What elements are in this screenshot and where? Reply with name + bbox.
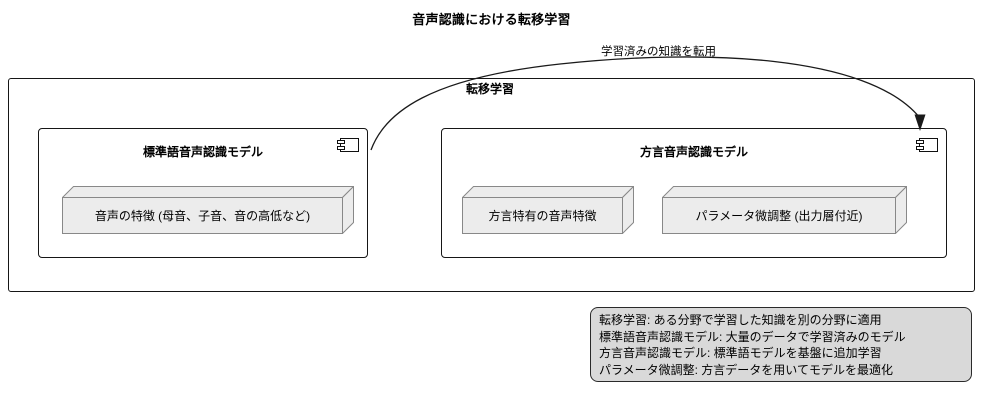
node-face-param-tuning: パラメータ微調整 (出力層付近) bbox=[662, 197, 896, 234]
node-face-standard-features: 音声の特徴 (母音、子音、音の高低など) bbox=[62, 197, 343, 234]
component-dialect-title: 方言音声認識モデル bbox=[639, 145, 748, 159]
component-icon-tab-bottom bbox=[916, 146, 924, 150]
uml-component-icon bbox=[916, 138, 938, 152]
transfer-arrow-label: 学習済みの知識を転用 bbox=[601, 46, 716, 58]
node-label-dialect-features: 方言特有の音声特徴 bbox=[488, 208, 597, 223]
legend-line: パラメータ微調整: 方言データを用いてモデルを最適化 bbox=[599, 362, 893, 377]
node-param-tuning[interactable]: パラメータ微調整 (出力層付近) bbox=[662, 186, 907, 234]
node-label-param-tuning: パラメータ微調整 (出力層付近) bbox=[695, 208, 863, 223]
node-3d-depth-dialect-features bbox=[462, 186, 634, 234]
component-standard-title: 標準語音声認識モデル bbox=[142, 145, 263, 159]
component-icon-tab-bottom bbox=[337, 146, 345, 150]
component-icon-tab-top bbox=[337, 140, 345, 144]
legend-line: 方言音声認識モデル: 標準語モデルを基盤に追加学習 bbox=[599, 346, 882, 360]
page-title: 音声認識における転移学習 bbox=[412, 12, 571, 27]
legend-note[interactable]: 転移学習: ある分野で学習した知識を別の分野に適用 標準語音声認識モデル: 大量… bbox=[590, 307, 972, 382]
node-standard-features[interactable]: 音声の特徴 (母音、子音、音の高低など) bbox=[62, 186, 354, 234]
node-face-dialect-features: 方言特有の音声特徴 bbox=[462, 197, 623, 234]
uml-component-icon bbox=[337, 138, 359, 152]
node-dialect-features[interactable]: 方言特有の音声特徴 bbox=[462, 186, 634, 234]
legend-line: 標準語音声認識モデル: 大量のデータで学習済みのモデル bbox=[599, 329, 906, 344]
package-label: 転移学習 bbox=[466, 82, 515, 96]
node-label-standard-features: 音声の特徴 (母音、子音、音の高低など) bbox=[94, 208, 311, 223]
component-icon-tab-top bbox=[916, 140, 924, 144]
node-3d-depth-standard-features bbox=[62, 186, 354, 234]
legend-line: 転移学習: ある分野で学習した知識を別の分野に適用 bbox=[599, 313, 882, 327]
